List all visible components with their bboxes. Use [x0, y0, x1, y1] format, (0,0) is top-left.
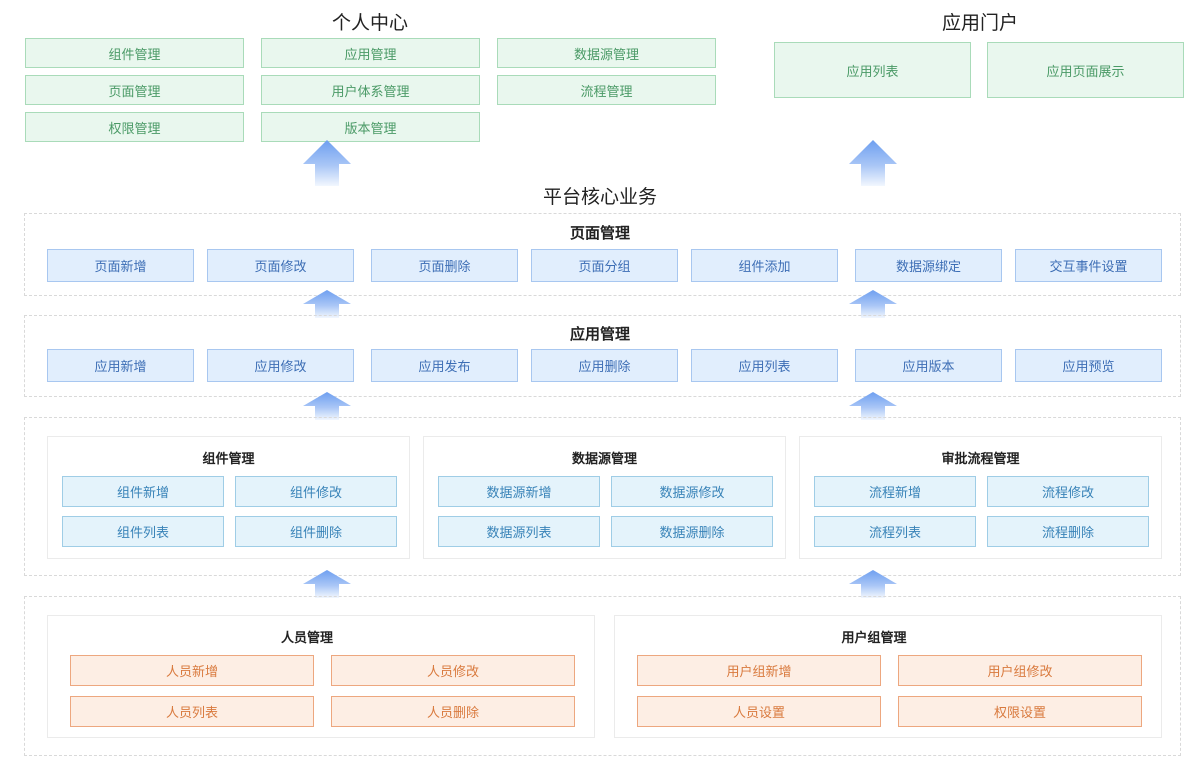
process-item-list[interactable]: 流程列表 [814, 516, 976, 547]
personal-item-app[interactable]: 应用管理 [261, 38, 480, 68]
process-management-title: 审批流程管理 [941, 452, 1020, 467]
process-item-edit[interactable]: 流程修改 [987, 476, 1149, 507]
personal-item-user-system[interactable]: 用户体系管理 [261, 75, 480, 105]
app-item-preview[interactable]: 应用预览 [1015, 349, 1162, 382]
process-item-add[interactable]: 流程新增 [814, 476, 976, 507]
personal-item-component[interactable]: 组件管理 [25, 38, 244, 68]
people-management-section [24, 596, 1181, 756]
people-item-edit[interactable]: 人员修改 [331, 655, 575, 686]
people-item-delete[interactable]: 人员删除 [331, 696, 575, 727]
usergroup-item-people-settings[interactable]: 人员设置 [637, 696, 881, 727]
up-arrow-icon [849, 570, 897, 598]
datasource-management-title: 数据源管理 [571, 452, 637, 467]
page-item-event-settings[interactable]: 交互事件设置 [1015, 249, 1162, 282]
datasource-item-add[interactable]: 数据源新增 [438, 476, 600, 507]
people-item-add[interactable]: 人员新增 [70, 655, 314, 686]
usergroup-item-permission-settings[interactable]: 权限设置 [898, 696, 1142, 727]
personal-item-process[interactable]: 流程管理 [497, 75, 716, 105]
personal-item-page[interactable]: 页面管理 [25, 75, 244, 105]
people-management-title: 人员管理 [280, 631, 333, 646]
personal-item-datasource[interactable]: 数据源管理 [497, 38, 716, 68]
component-management-title: 组件管理 [202, 452, 255, 467]
app-portal-title: 应用门户 [941, 12, 1018, 34]
page-management-title: 页面管理 [569, 224, 630, 242]
people-item-list[interactable]: 人员列表 [70, 696, 314, 727]
component-item-edit[interactable]: 组件修改 [235, 476, 397, 507]
component-item-list[interactable]: 组件列表 [62, 516, 224, 547]
datasource-item-delete[interactable]: 数据源删除 [611, 516, 773, 547]
usergroup-item-add[interactable]: 用户组新增 [637, 655, 881, 686]
process-item-delete[interactable]: 流程删除 [987, 516, 1149, 547]
page-item-add[interactable]: 页面新增 [47, 249, 194, 282]
up-arrow-icon [303, 290, 351, 318]
page-management-section [24, 213, 1181, 296]
personal-item-version[interactable]: 版本管理 [261, 112, 480, 142]
up-arrow-icon [849, 290, 897, 318]
page-item-add-component[interactable]: 组件添加 [691, 249, 838, 282]
app-management-section [24, 315, 1181, 397]
resource-management-section [24, 417, 1181, 576]
app-item-add[interactable]: 应用新增 [47, 349, 194, 382]
up-arrow-icon [303, 392, 351, 420]
up-arrow-icon [303, 140, 351, 186]
app-item-publish[interactable]: 应用发布 [371, 349, 518, 382]
core-business-title: 平台核心业务 [542, 186, 657, 208]
datasource-item-edit[interactable]: 数据源修改 [611, 476, 773, 507]
component-item-delete[interactable]: 组件删除 [235, 516, 397, 547]
component-item-add[interactable]: 组件新增 [62, 476, 224, 507]
page-item-edit[interactable]: 页面修改 [207, 249, 354, 282]
app-item-edit[interactable]: 应用修改 [207, 349, 354, 382]
datasource-item-list[interactable]: 数据源列表 [438, 516, 600, 547]
up-arrow-icon [303, 570, 351, 598]
usergroup-item-edit[interactable]: 用户组修改 [898, 655, 1142, 686]
app-item-list[interactable]: 应用列表 [691, 349, 838, 382]
usergroup-management-title: 用户组管理 [841, 631, 907, 646]
page-item-group[interactable]: 页面分组 [531, 249, 678, 282]
portal-item-app-list[interactable]: 应用列表 [774, 42, 971, 98]
app-management-title: 应用管理 [569, 325, 630, 343]
page-item-bind-datasource[interactable]: 数据源绑定 [855, 249, 1002, 282]
app-item-delete[interactable]: 应用删除 [531, 349, 678, 382]
app-item-version[interactable]: 应用版本 [855, 349, 1002, 382]
page-item-delete[interactable]: 页面删除 [371, 249, 518, 282]
up-arrow-icon [849, 140, 897, 186]
up-arrow-icon [849, 392, 897, 420]
personal-center-title: 个人中心 [331, 12, 408, 34]
personal-item-permission[interactable]: 权限管理 [25, 112, 244, 142]
portal-item-page-display[interactable]: 应用页面展示 [987, 42, 1184, 98]
